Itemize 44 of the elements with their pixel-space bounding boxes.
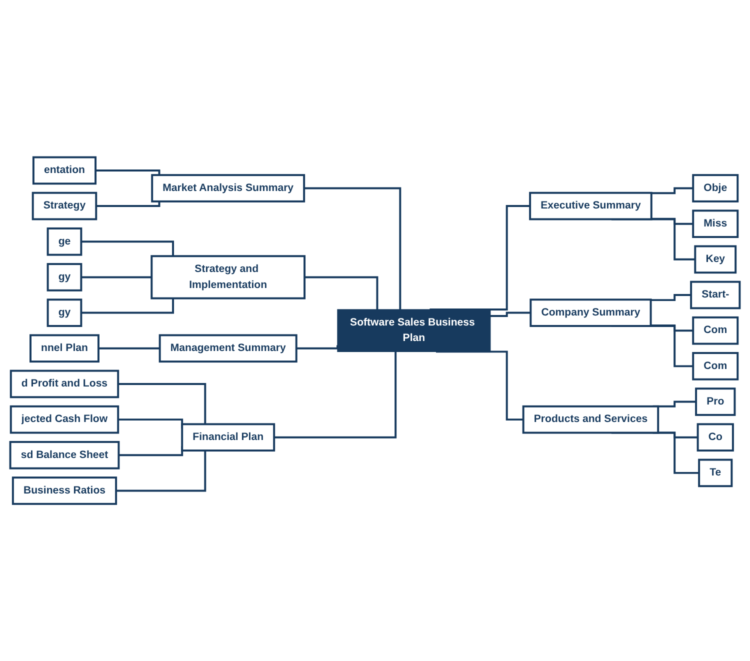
connector bbox=[304, 187, 402, 310]
connector bbox=[274, 352, 397, 438]
node-box: Strategy and Implementation bbox=[150, 255, 306, 300]
node-box: nnel Plan bbox=[30, 334, 100, 362]
node-box: Key bbox=[694, 245, 737, 274]
connector bbox=[116, 450, 206, 492]
connector bbox=[304, 276, 378, 310]
connector bbox=[296, 345, 338, 350]
connector bbox=[81, 240, 174, 256]
node-box: Pro bbox=[695, 388, 736, 416]
node-box: Products and Services bbox=[522, 405, 660, 434]
node-box: entation bbox=[32, 156, 97, 185]
connector bbox=[96, 201, 160, 207]
node-box: Com bbox=[692, 316, 739, 345]
connector bbox=[81, 276, 153, 278]
connector bbox=[436, 350, 524, 420]
connector bbox=[118, 382, 206, 424]
node-box: Business Ratios bbox=[12, 476, 118, 505]
node-box: Co bbox=[696, 423, 734, 452]
connector bbox=[98, 347, 161, 350]
node-box: Market Analysis Summary bbox=[151, 174, 306, 202]
connector bbox=[651, 187, 694, 194]
node-box: Te bbox=[698, 458, 733, 488]
node-box: gy bbox=[46, 298, 82, 327]
node-box: Miss bbox=[692, 210, 739, 238]
node-box: Software Sales Business Plan bbox=[337, 309, 491, 352]
connector bbox=[490, 312, 532, 317]
node-box: d Profit and Loss bbox=[10, 370, 120, 398]
node-box: sd Balance Sheet bbox=[9, 440, 120, 470]
connector bbox=[650, 294, 692, 301]
node-box: ge bbox=[46, 227, 82, 256]
node-box: Strategy bbox=[32, 192, 98, 220]
node-box: Management Summary bbox=[158, 334, 298, 362]
node-box: Company Summary bbox=[530, 298, 652, 327]
node-box: Executive Summary bbox=[529, 192, 652, 220]
connector bbox=[81, 298, 174, 314]
connector bbox=[96, 169, 160, 175]
node-box: jected Cash Flow bbox=[10, 405, 120, 434]
node-box: gy bbox=[46, 262, 82, 292]
node-box: Start- bbox=[690, 280, 741, 310]
node-box: Com bbox=[692, 352, 739, 380]
connector bbox=[650, 324, 694, 332]
node-box: Obje bbox=[692, 174, 739, 202]
node-box: Financial Plan bbox=[181, 423, 276, 452]
